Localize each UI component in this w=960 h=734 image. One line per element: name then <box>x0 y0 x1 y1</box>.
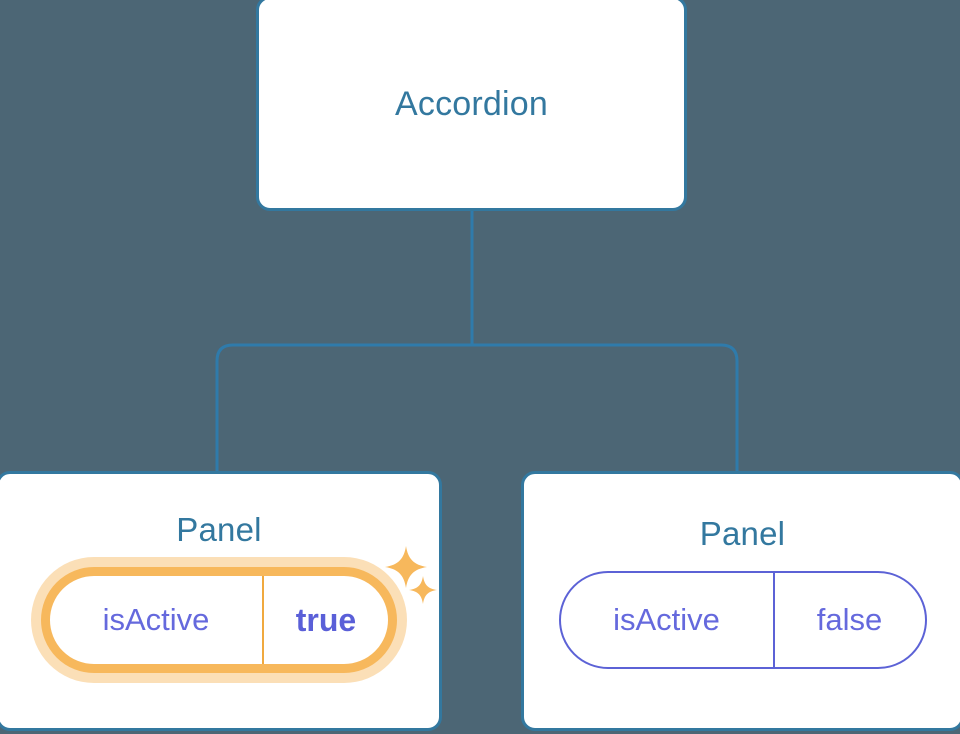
connector-branch-right <box>472 343 739 473</box>
node-panel-inactive-title: Panel <box>699 515 786 552</box>
node-accordion-title: Accordion <box>395 84 548 123</box>
prop-key-isactive: isActive <box>50 576 264 664</box>
prop-pill-isactive-false[interactable]: isActive false <box>558 571 927 669</box>
prop-pill-isactive-true-wrapper[interactable]: isActive true <box>31 557 407 683</box>
prop-value-isactive: true <box>295 601 357 638</box>
prop-key-isactive: isActive <box>561 573 775 667</box>
node-accordion[interactable]: Accordion <box>256 0 687 211</box>
prop-pill-isactive-true[interactable]: isActive true <box>41 567 397 673</box>
node-panel-active-title: Panel <box>176 511 262 548</box>
connector-branch-left <box>215 343 472 473</box>
node-panel-active[interactable]: Panel isActive true <box>0 471 442 731</box>
prop-value-isactive: false <box>816 602 883 637</box>
node-panel-inactive[interactable]: Panel isActive false <box>521 471 960 731</box>
